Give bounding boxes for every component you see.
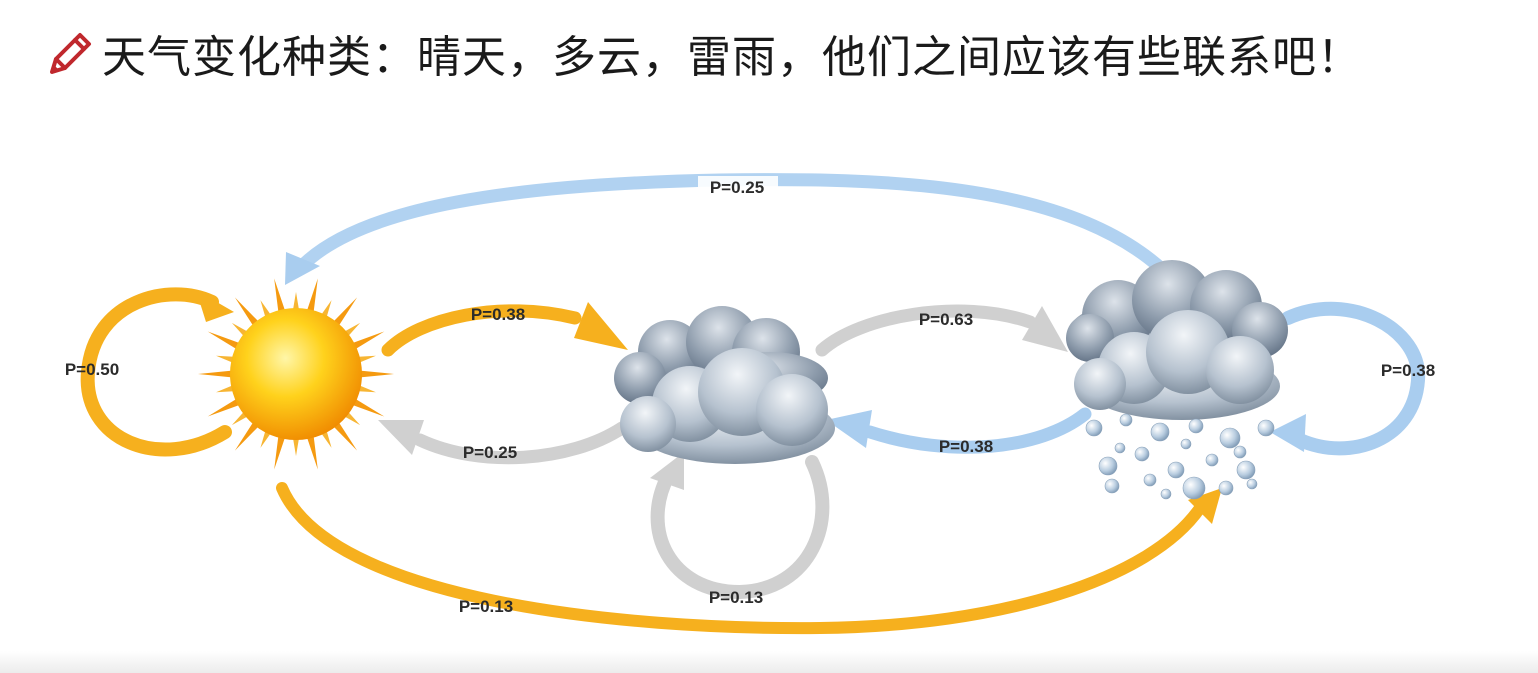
arrow-sunny-to-sunny — [80, 287, 234, 457]
label-cloudy-to-cloudy: P=0.13 — [709, 588, 763, 607]
label-sunny-to-cloudy: P=0.38 — [471, 305, 525, 324]
label-sunny-to-rainy: P=0.13 — [459, 597, 513, 616]
arrow-sunny-to-cloudy — [381, 302, 628, 357]
label-rainy-to-sunny: P=0.25 — [710, 178, 764, 197]
arrow-cloudy-to-cloudy — [650, 452, 830, 600]
arrow-rainy-to-rainy — [1270, 301, 1426, 456]
page-title: 天气变化种类：晴天，多云，雷雨，他们之间应该有些联系吧！ — [102, 32, 1362, 83]
label-cloudy-to-sunny: P=0.25 — [463, 443, 517, 462]
label-rainy-to-cloudy: P=0.38 — [939, 437, 993, 456]
label-sunny-to-sunny: P=0.50 — [65, 360, 119, 379]
arrow-sunny-to-rainy — [276, 482, 1222, 635]
cloudy-icon — [614, 306, 835, 464]
rain-cloud-icon — [1066, 260, 1288, 500]
arrow-rainy-to-cloudy — [826, 407, 1092, 454]
arrow-cloudy-to-sunny — [378, 420, 629, 465]
title-row: 天气变化种类：晴天，多云，雷雨，他们之间应该有些联系吧！ — [44, 18, 1362, 88]
label-rainy-to-rainy: P=0.38 — [1381, 361, 1435, 380]
pencil-icon — [50, 33, 91, 74]
bottom-edge — [0, 651, 1538, 673]
sun-icon — [198, 278, 394, 470]
label-cloudy-to-rainy: P=0.63 — [919, 310, 973, 329]
arrow-cloudy-to-rainy — [815, 304, 1068, 357]
